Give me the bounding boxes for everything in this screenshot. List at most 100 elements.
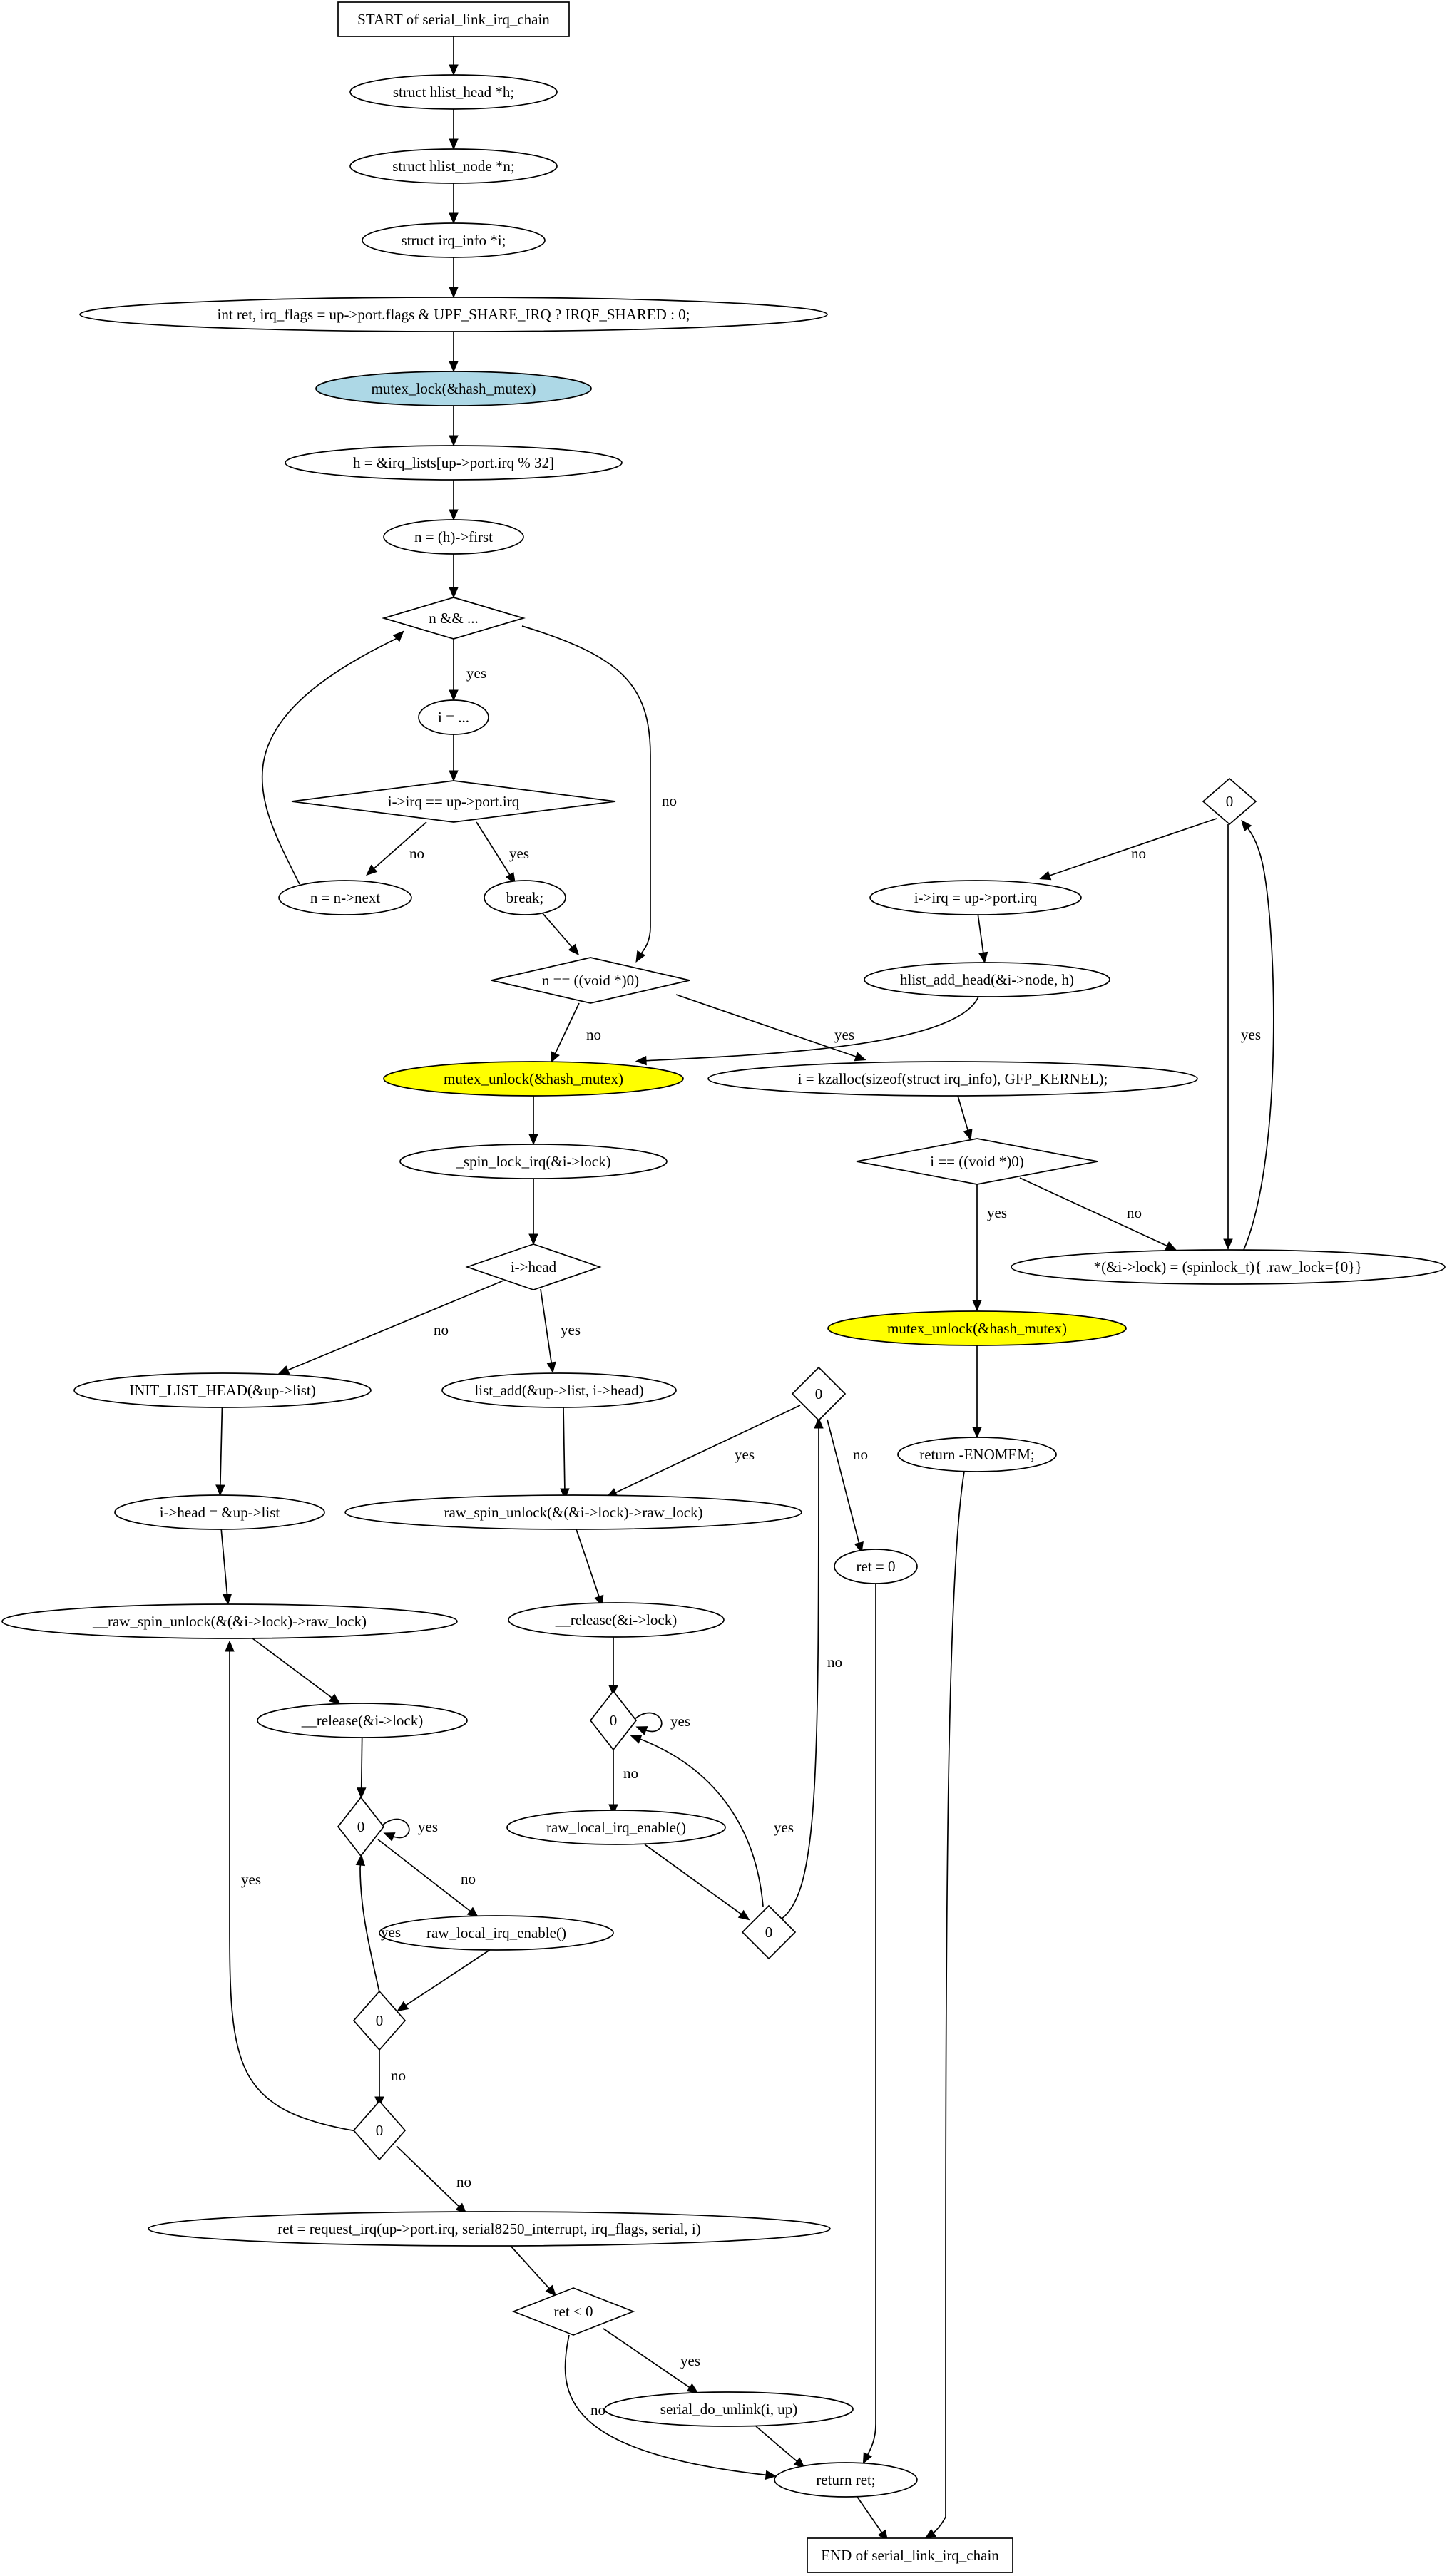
edge-zr1-to-zr1 [634, 1712, 663, 1735]
edge-raw-unlock-r-to-release-r [576, 1529, 604, 1607]
edge-list-add-to-raw-unlock-r-line [563, 1407, 566, 1494]
raw-unlock-l-ellipse [1, 1603, 458, 1639]
edge-label-no: no [586, 1026, 601, 1043]
ret-stmt-ellipse [774, 2462, 918, 2498]
edge-ret-enomem-to-end-line [929, 1471, 965, 2536]
edge-zl2-to-zl1-arrowhead [355, 1854, 366, 1867]
edge-zr-top-to-raw-unlock-r [605, 1405, 801, 1497]
node-raw-irq-en-r: raw_local_irq_enable() [506, 1810, 726, 1845]
edge-decl-ret-to-mutex-lock [449, 332, 459, 373]
node-list-add: list_add(&up->list, i->head) [441, 1372, 677, 1408]
edge-label-yes: yes [381, 1924, 401, 1941]
n-first-ellipse [383, 519, 524, 555]
edge-label-no: no [461, 1870, 476, 1887]
edge-mutex-unlock1-to-spin-lock-arrowhead [528, 1134, 538, 1146]
edge-label-no: no [434, 1321, 449, 1338]
edge-kzalloc-to-i-null-line [957, 1095, 968, 1131]
irq-cmp-label: i->irq == up->port.irq [388, 793, 520, 810]
n-null-label: n == ((void *)0) [542, 972, 639, 989]
n-first-label: n = (h)->first [414, 528, 493, 545]
ret-zero-label: ret = 0 [857, 1558, 896, 1575]
hlist-add-label: hlist_add_head(&i->node, h) [900, 971, 1074, 988]
zr-top-label: 0 [815, 1385, 823, 1402]
node-unlink: serial_do_unlink(i, up) [604, 2391, 854, 2427]
set-irq-ellipse [869, 880, 1082, 915]
edge-label-yes: yes [834, 1026, 854, 1043]
list-add-label: list_add(&up->list, i->head) [474, 1382, 643, 1399]
decl-ret-ellipse [79, 297, 828, 332]
mutex-lock-ellipse [315, 371, 592, 406]
edge-brk-to-n-null [541, 912, 580, 956]
edge-label-yes: yes [241, 1871, 261, 1888]
edge-label-no: no [456, 2173, 471, 2190]
edge-label-yes: yes [1241, 1026, 1261, 1043]
decl-i-label: struct irq_info *i; [402, 232, 506, 249]
edge-head-assign-to-raw-unlock-l-line [220, 1529, 228, 1595]
edge-zl1-to-raw-irq-en-l-line [377, 1839, 474, 1914]
end-box [807, 2537, 1013, 2573]
edge-ret-lt-to-ret-stmt-arrowhead [765, 2470, 777, 2480]
edge-ret-zero-to-ret-stmt [862, 1584, 876, 2465]
edge-irq-cmp-to-n-next-arrowhead [366, 864, 378, 876]
n-cond-label: n && ... [429, 610, 478, 627]
zl2-diamond [352, 1990, 407, 2051]
zl3-label: 0 [376, 2122, 384, 2139]
zl2-label: 0 [376, 2012, 384, 2029]
end-label: END of serial_link_irq_chain [821, 2547, 999, 2564]
edge-label-no: no [662, 792, 677, 809]
edge-decl-n-to-decl-i-arrowhead [449, 212, 459, 225]
edge-zero-top-to-spinlock-init [1223, 824, 1233, 1251]
edge-i-null-to-spinlock-init-arrowhead [1165, 1241, 1177, 1251]
edge-spinlock-init-to-zero-top-line [1243, 824, 1274, 1251]
edge-zr1-to-raw-irq-en-r-arrowhead [608, 1804, 618, 1816]
req-irq-label: ret = request_irq(up->port.irq, serial82… [277, 2220, 700, 2237]
node-ret-zero: ret = 0 [834, 1549, 918, 1584]
edge-decl-h-to-decl-n [449, 109, 459, 150]
node-zl3: 0 [352, 2100, 407, 2161]
ret-enomem-label: return -ENOMEM; [919, 1446, 1035, 1463]
edge-decl-i-to-decl-ret [449, 257, 459, 299]
edge-raw-unlock-l-to-release-l-arrowhead [328, 1693, 341, 1705]
ret-enomem-ellipse [897, 1437, 1057, 1472]
edge-n-null-to-kzalloc-line [675, 994, 861, 1059]
kzalloc-ellipse [707, 1061, 1198, 1097]
edge-zl2-to-zl1 [355, 1854, 380, 1993]
i-null-label: i == ((void *)0) [930, 1153, 1024, 1170]
edge-irq-cmp-to-brk [476, 821, 516, 884]
h-assign-label: h = &irq_lists[up->port.irq % 32] [353, 454, 554, 471]
edge-n-cond-to-n-null [521, 625, 651, 963]
edge-irq-cmp-to-brk-arrowhead [505, 871, 516, 884]
raw-unlock-r-label: raw_spin_unlock(&(&i->lock)->raw_lock) [444, 1504, 702, 1521]
zr1-diamond [589, 1690, 638, 1751]
edge-irq-cmp-to-brk-line [476, 821, 513, 879]
node-i-null: i == ((void *)0) [856, 1138, 1098, 1185]
raw-irq-en-r-label: raw_local_irq_enable() [546, 1819, 686, 1836]
edge-ret-lt-to-unlink-line [603, 2328, 694, 2391]
node-release-l: __release(&i->lock) [257, 1703, 468, 1738]
edge-label-no: no [409, 845, 424, 862]
node-h-assign: h = &irq_lists[up->port.irq % 32] [285, 445, 623, 481]
edge-zl2-to-zl1-line [359, 1860, 380, 1993]
zr2-label: 0 [765, 1924, 773, 1941]
node-mutex-lock: mutex_lock(&hash_mutex) [315, 371, 592, 406]
edge-zr2-to-zr-top-line [778, 1424, 819, 1921]
edge-init-list-to-head-assign-arrowhead [215, 1484, 225, 1497]
edge-mutex-unlock1-to-spin-lock [528, 1096, 538, 1146]
edge-n-first-to-n-cond-arrowhead [449, 587, 459, 599]
node-end: END of serial_link_irq_chain [807, 2537, 1013, 2573]
decl-n-ellipse [349, 148, 558, 184]
edge-mutex-unlock2-to-ret-enomem-arrowhead [972, 1427, 982, 1439]
zero-top-diamond [1202, 777, 1257, 826]
edge-list-add-to-raw-unlock-r-arrowhead [560, 1488, 570, 1500]
edge-n-next-to-n-cond-line [261, 635, 400, 885]
mutex-unlock2-ellipse [827, 1310, 1127, 1346]
edge-start-to-decl-h-arrowhead [449, 64, 459, 76]
edge-label-no: no [1131, 845, 1146, 862]
edge-h-assign-to-n-first [449, 480, 459, 521]
node-i-head: i->head [465, 1243, 602, 1290]
n-next-label: n = n->next [310, 889, 381, 906]
node-req-irq: ret = request_irq(up->port.irq, serial82… [148, 2211, 831, 2247]
node-mutex-unlock2: mutex_unlock(&hash_mutex) [827, 1310, 1127, 1346]
edge-zr2-to-zr1 [630, 1734, 764, 1907]
